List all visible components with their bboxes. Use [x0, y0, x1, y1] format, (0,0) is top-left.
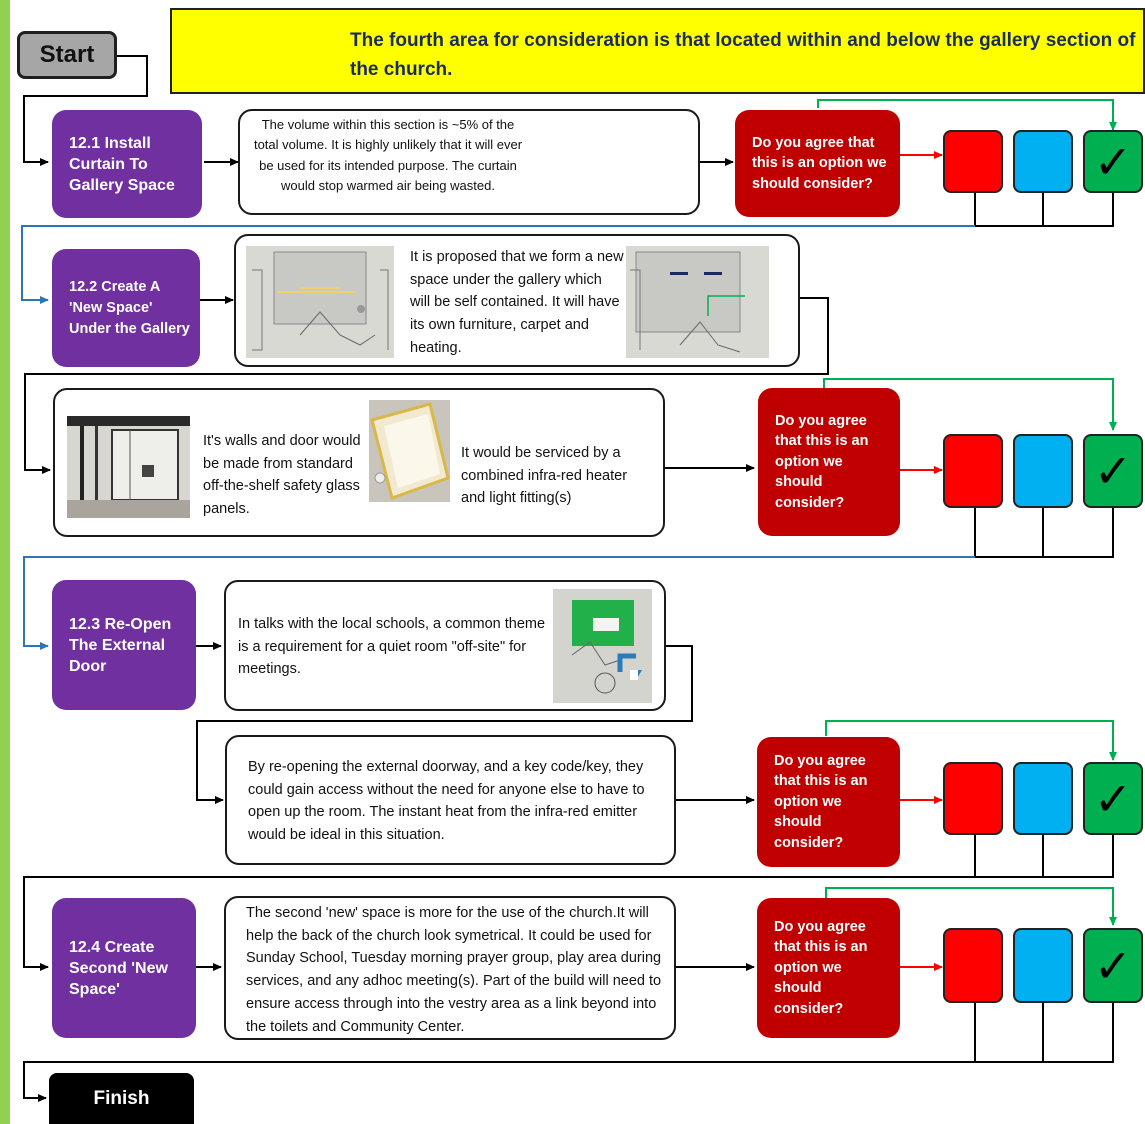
option-red-1[interactable]	[943, 130, 1003, 193]
step-12-2-title: 12.2 Create A 'New Space' Under the Gall…	[69, 278, 190, 337]
left-margin-bar	[0, 0, 10, 1124]
step-12-4-info-box: The second 'new' space is more for the u…	[224, 896, 676, 1040]
step-12-2-description: It is proposed that we form a new space …	[410, 249, 624, 356]
option-blue-3[interactable]	[1013, 762, 1073, 835]
question-1: Do you agree that this is an option we s…	[735, 110, 900, 217]
option-blue-1[interactable]	[1013, 130, 1073, 193]
step-12-3-description: In talks with the local schools, a commo…	[238, 616, 546, 678]
step-12-4-title: 12.4 Create Second 'New Space'	[69, 938, 168, 998]
step-12-3-detail: By re-opening the external doorway, and …	[248, 759, 645, 844]
question-1-text: Do you agree that this is an option we s…	[752, 134, 887, 192]
infra-red-panel-photo	[369, 400, 450, 502]
question-3: Do you agree that this is an option we s…	[757, 737, 900, 867]
external-door-plan	[553, 589, 652, 703]
check-mark-icon: ✓	[1093, 444, 1133, 498]
step-12-4-description: The second 'new' space is more for the u…	[246, 905, 662, 1035]
floor-plan-before	[246, 246, 394, 358]
heater-description: It would be serviced by a combined infra…	[461, 445, 628, 507]
option-green-4[interactable]: ✓	[1083, 928, 1143, 1003]
step-12-1[interactable]: 12.1 Install Curtain To Gallery Space	[52, 110, 202, 218]
question-4: Do you agree that this is an option we s…	[757, 898, 900, 1038]
option-red-4[interactable]	[943, 928, 1003, 1003]
glass-room-photo	[67, 416, 190, 518]
step-12-3-title: 12.3 Re-Open The External Door	[69, 615, 172, 675]
step-12-2-info-box: It is proposed that we form a new space …	[234, 234, 800, 367]
option-blue-2[interactable]	[1013, 434, 1073, 508]
question-4-text: Do you agree that this is an option we s…	[774, 918, 868, 1017]
option-green-3[interactable]: ✓	[1083, 762, 1143, 835]
step-12-1-description: The volume within this section is ~5% of…	[253, 117, 523, 193]
question-2: Do you agree that this is an option we s…	[758, 388, 900, 536]
step-12-3-info-box: In talks with the local schools, a commo…	[224, 580, 666, 711]
check-mark-icon: ✓	[1093, 938, 1133, 993]
check-mark-icon: ✓	[1093, 771, 1133, 826]
step-12-3-detail-box: By re-opening the external doorway, and …	[225, 735, 676, 865]
intro-banner	[170, 8, 1145, 94]
step-12-4[interactable]: 12.4 Create Second 'New Space'	[52, 898, 196, 1038]
option-green-2[interactable]: ✓	[1083, 434, 1143, 508]
step-12-1-title: 12.1 Install Curtain To Gallery Space	[69, 134, 175, 194]
question-3-text: Do you agree that this is an option we s…	[774, 752, 868, 851]
step-12-3[interactable]: 12.3 Re-Open The External Door	[52, 580, 196, 710]
option-red-2[interactable]	[943, 434, 1003, 508]
walls-description: It's walls and door would be made from s…	[203, 433, 361, 518]
glass-panel-info-box: It's walls and door would be made from s…	[53, 388, 665, 537]
option-blue-4[interactable]	[1013, 928, 1073, 1003]
intro-text: The fourth area for consideration is tha…	[350, 30, 1136, 80]
start-node[interactable]: Start	[17, 31, 117, 79]
question-2-text: Do you agree that this is an option we s…	[775, 412, 869, 511]
finish-node[interactable]: Finish	[49, 1073, 194, 1124]
option-red-3[interactable]	[943, 762, 1003, 835]
check-mark-icon: ✓	[1093, 134, 1133, 189]
floor-plan-after	[626, 246, 769, 358]
option-green-1[interactable]: ✓	[1083, 130, 1143, 193]
step-12-2[interactable]: 12.2 Create A 'New Space' Under the Gall…	[52, 249, 200, 367]
step-12-1-info-box: The volume within this section is ~5% of…	[238, 109, 700, 215]
